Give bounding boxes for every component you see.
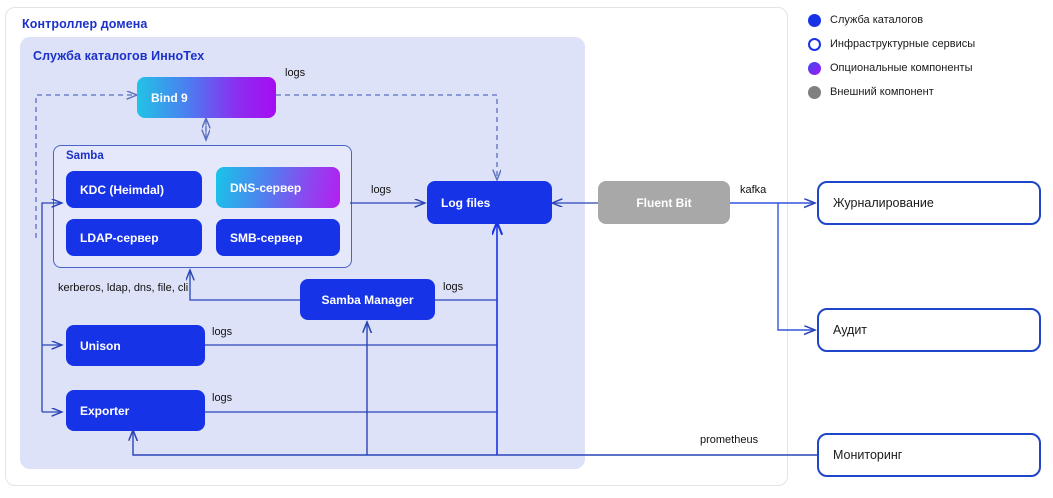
edge-label-prometheus: prometheus [700,434,759,446]
edge-label-logs-samba: logs [371,184,392,196]
node-unison[interactable]: Unison [66,325,205,366]
directory-service-title: Служба каталогов ИнноТех [33,49,205,63]
legend-item-external-component: Внешний компонент [808,80,1048,104]
edge-label-logs-samba-manager: logs [443,281,464,293]
node-smb-server[interactable]: SMB-сервер [216,219,340,256]
legend-item-optional-components: Опциональные компоненты [808,56,1048,80]
node-exporter-label: Exporter [80,403,130,418]
node-audit[interactable]: Аудит [817,308,1041,352]
node-ldap-server[interactable]: LDAP-сервер [66,219,202,256]
node-samba-manager[interactable]: Samba Manager [300,279,435,320]
legend-item-label: Опциональные компоненты [830,62,973,74]
domain-controller-title: Контроллер домена [22,17,148,31]
node-log-files-label: Log files [441,195,491,210]
legend-item-label: Внешний компонент [830,86,934,98]
node-dns-server-label: DNS-сервер [230,180,302,195]
edge-label-protocols: kerberos, ldap, dns, file, cli [58,282,189,294]
node-fluent-bit-label: Fluent Bit [636,195,692,210]
gradient-circle-icon [808,61,821,75]
node-kdc-heimdal-label: KDC (Heimdal) [80,182,165,197]
filled-grey-circle-icon [808,85,821,99]
legend-item-infrastructure-services: Инфраструктурные сервисы [808,32,1048,56]
node-bind9-label: Bind 9 [151,90,188,105]
node-audit-label: Аудит [833,323,868,337]
edge-label-kafka: kafka [740,184,767,196]
filled-blue-circle-icon [808,13,821,27]
node-smb-server-label: SMB-сервер [230,230,303,245]
samba-group-title: Samba [66,150,104,162]
edge-label-logs-exporter: logs [212,392,233,404]
edge-label-logs-bind9: logs [285,67,306,79]
node-fluent-bit[interactable]: Fluent Bit [598,181,730,224]
node-kdc-heimdal[interactable]: KDC (Heimdal) [66,171,202,208]
node-dns-server[interactable]: DNS-сервер [216,167,340,208]
hollow-blue-circle-icon [808,37,821,51]
node-log-files[interactable]: Log files [427,181,552,224]
node-monitoring[interactable]: Мониторинг [817,433,1041,477]
node-journaling-label: Журналирование [833,196,934,210]
node-unison-label: Unison [80,338,121,353]
node-exporter[interactable]: Exporter [66,390,205,431]
node-samba-manager-label: Samba Manager [321,292,414,307]
legend-item-directory-service: Служба каталогов [808,8,1048,32]
node-monitoring-label: Мониторинг [833,448,903,462]
node-ldap-server-label: LDAP-сервер [80,230,159,245]
edge-label-logs-unison: logs [212,326,233,338]
legend: Служба каталогов Инфраструктурные сервис… [808,8,1048,104]
legend-item-label: Инфраструктурные сервисы [830,38,976,50]
node-journaling[interactable]: Журналирование [817,181,1041,225]
legend-item-label: Служба каталогов [830,14,924,26]
node-bind9[interactable]: Bind 9 [137,77,276,118]
